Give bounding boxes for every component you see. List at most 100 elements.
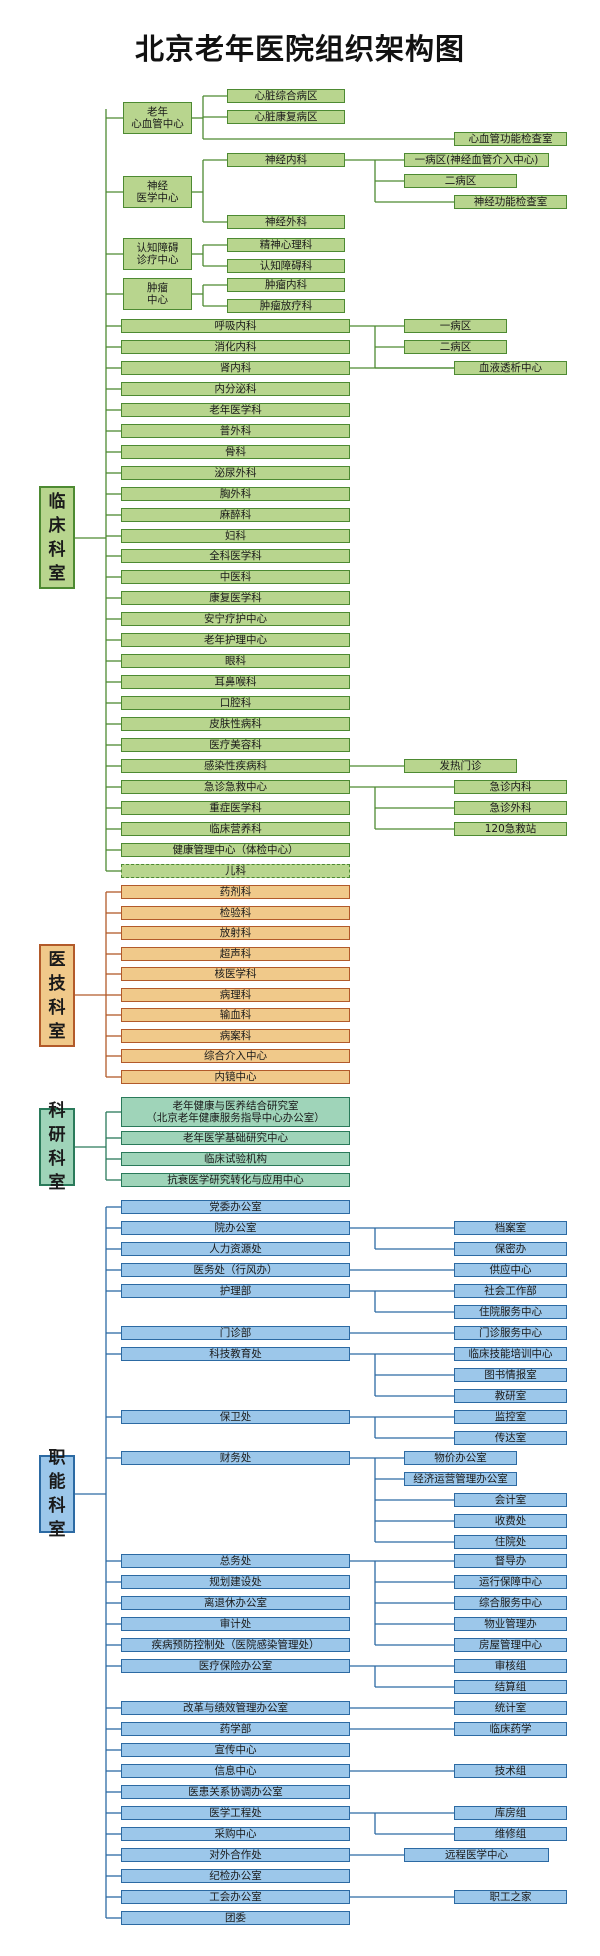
dept-box: 肾内科	[121, 361, 350, 375]
dept-box: 康复医学科	[121, 591, 350, 605]
child-box: 房屋管理中心	[454, 1638, 567, 1652]
dept-box: 护理部	[121, 1284, 350, 1298]
child-box: 物价办公室	[404, 1451, 517, 1465]
dept-box: 总务处	[121, 1554, 350, 1568]
dept-box: 老年医学科	[121, 403, 350, 417]
child-box: 会计室	[454, 1493, 567, 1507]
child-box: 结算组	[454, 1680, 567, 1694]
child-box: 发热门诊	[404, 759, 517, 773]
child-box: 传达室	[454, 1431, 567, 1445]
dept-box: 信息中心	[121, 1764, 350, 1778]
dept-box: 人力资源处	[121, 1242, 350, 1256]
dept-box: 内镜中心	[121, 1070, 350, 1084]
child-box: 远程医学中心	[404, 1848, 549, 1862]
center-neuro: 神经 医学中心	[123, 176, 192, 208]
dept-box: 党委办公室	[121, 1200, 350, 1214]
dept-box: 规划建设处	[121, 1575, 350, 1589]
dept-box: 临床营养科	[121, 822, 350, 836]
dept-box: 感染性疾病科	[121, 759, 350, 773]
dept-box: 科技教育处	[121, 1347, 350, 1361]
dept-box: 病理科	[121, 988, 350, 1002]
child-box: 经济运营管理办公室	[404, 1472, 517, 1486]
child-box: 督导办	[454, 1554, 567, 1568]
center-sub: 肿瘤内科	[227, 278, 345, 292]
center-oncology: 肿瘤 中心	[123, 278, 192, 310]
dept-box: 皮肤性病科	[121, 717, 350, 731]
child-box: 住院处	[454, 1535, 567, 1549]
child-box: 供应中心	[454, 1263, 567, 1277]
dept-box: 门诊部	[121, 1326, 350, 1340]
dept-box: 胸外科	[121, 487, 350, 501]
dept-box: 放射科	[121, 926, 350, 940]
branch-box: 一病区(神经血管介入中心)	[404, 153, 549, 167]
child-box: 物业管理办	[454, 1617, 567, 1631]
center-sub: 肿瘤放疗科	[227, 299, 345, 313]
child-box: 急诊内科	[454, 780, 567, 794]
center-extra: 心血管功能检查室	[454, 132, 567, 146]
dept-box: 宣传中心	[121, 1743, 350, 1757]
child-box: 保密办	[454, 1242, 567, 1256]
dept-box: 团委	[121, 1911, 350, 1925]
child-box: 库房组	[454, 1806, 567, 1820]
child-box: 二病区	[404, 340, 507, 354]
branch-box: 二病区	[404, 174, 517, 188]
child-box: 运行保障中心	[454, 1575, 567, 1589]
dept-box: 病案科	[121, 1029, 350, 1043]
dept-box: 医患关系协调办公室	[121, 1785, 350, 1799]
dept-box: 健康管理中心（体检中心）	[121, 843, 350, 857]
child-box: 社会工作部	[454, 1284, 567, 1298]
dept-box: 医疗美容科	[121, 738, 350, 752]
dept-box: 纪检办公室	[121, 1869, 350, 1883]
dept-box: 药学部	[121, 1722, 350, 1736]
dept-box: 超声科	[121, 947, 350, 961]
child-box: 教研室	[454, 1389, 567, 1403]
dept-box: 保卫处	[121, 1410, 350, 1424]
child-box: 急诊外科	[454, 801, 567, 815]
dept-box: 呼吸内科	[121, 319, 350, 333]
dept-box: 审计处	[121, 1617, 350, 1631]
child-box: 监控室	[454, 1410, 567, 1424]
section-header-admin: 职能 科室	[39, 1448, 75, 1540]
dept-box: 改革与绩效管理办公室	[121, 1701, 350, 1715]
section-header-medtech: 医技 科室	[39, 944, 75, 1047]
branch-box: 神经功能检查室	[454, 195, 567, 209]
center-cognitive: 认知障碍 诊疗中心	[123, 238, 192, 270]
child-box: 统计室	[454, 1701, 567, 1715]
dept-box: 内分泌科	[121, 382, 350, 396]
child-box: 临床技能培训中心	[454, 1347, 567, 1361]
dept-box: 医疗保险办公室	[121, 1659, 350, 1673]
dept-box: 核医学科	[121, 967, 350, 981]
child-box: 住院服务中心	[454, 1305, 567, 1319]
dept-box: 老年护理中心	[121, 633, 350, 647]
dept-box: 中医科	[121, 570, 350, 584]
dept-box: 医务处（行风办）	[121, 1263, 350, 1277]
dept-box: 对外合作处	[121, 1848, 350, 1862]
center-sub: 认知障碍科	[227, 259, 345, 273]
center-cardio: 老年 心血管中心	[123, 102, 192, 134]
dept-box: 综合介入中心	[121, 1049, 350, 1063]
child-box: 120急救站	[454, 822, 567, 836]
child-box: 技术组	[454, 1764, 567, 1778]
dept-box: 消化内科	[121, 340, 350, 354]
center-sub: 心脏康复病区	[227, 110, 345, 124]
dept-box: 重症医学科	[121, 801, 350, 815]
dept-box: 儿科	[121, 864, 350, 878]
dept-box: 普外科	[121, 424, 350, 438]
dept-box: 检验科	[121, 906, 350, 920]
child-box: 收费处	[454, 1514, 567, 1528]
child-box: 临床药学	[454, 1722, 567, 1736]
dept-box: 骨科	[121, 445, 350, 459]
dept-box: 工会办公室	[121, 1890, 350, 1904]
center-sub: 神经内科	[227, 153, 345, 167]
dept-box: 疾病预防控制处（医院感染管理处）	[121, 1638, 350, 1652]
dept-box: 离退休办公室	[121, 1596, 350, 1610]
research-box: 抗衰医学研究转化与应用中心	[121, 1173, 350, 1187]
dept-box: 医学工程处	[121, 1806, 350, 1820]
center-sub: 精神心理科	[227, 238, 345, 252]
child-box: 综合服务中心	[454, 1596, 567, 1610]
dept-box: 全科医学科	[121, 549, 350, 563]
child-box: 一病区	[404, 319, 507, 333]
dept-box: 急诊急救中心	[121, 780, 350, 794]
